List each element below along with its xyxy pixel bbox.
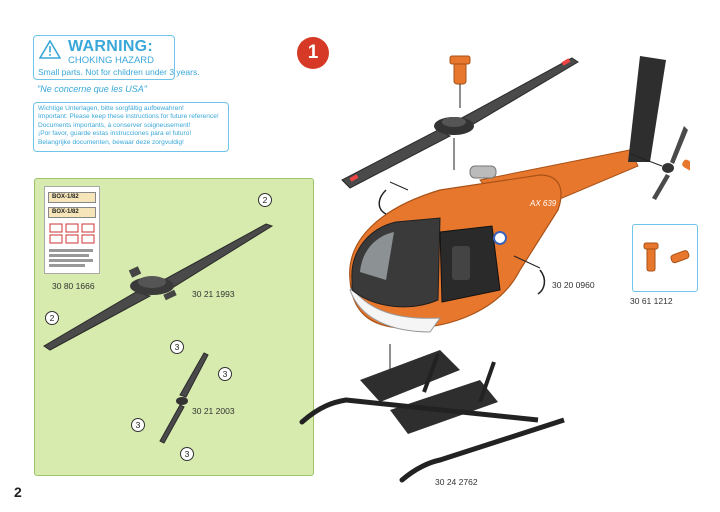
warning-subtitle: CHOKING HAZARD — [68, 55, 155, 66]
tail-rotor-part — [159, 352, 209, 444]
part-number: 30 24 2762 — [435, 477, 478, 487]
callout-3: 3 — [170, 340, 184, 354]
helicopter-illustration: AX 639 — [299, 55, 690, 483]
parts-bag-card: BOX-1/82 BOX-1/82 — [44, 186, 100, 274]
step-number-badge: 1 — [297, 37, 329, 69]
info-line: Documents importants, à conserver soigne… — [38, 121, 191, 129]
callout-3: 3 — [218, 367, 232, 381]
rotor-mast-piece — [449, 55, 471, 108]
main-rotor-blades — [43, 223, 274, 351]
callout-3: 3 — [180, 447, 194, 461]
info-line: Important: Please keep these instruction… — [38, 113, 219, 121]
landing-skids — [299, 344, 565, 483]
part-number: 30 61 1212 — [630, 296, 673, 306]
orange-mast-parts-icon — [643, 242, 690, 272]
keep-instructions-box: Wichtige Unterlagen, bitte sorgfältig au… — [33, 102, 229, 152]
page-number: 2 — [14, 484, 22, 500]
choking-hazard-warning: WARNING: CHOKING HAZARD Small parts. Not… — [33, 35, 200, 80]
part-number: 30 21 1993 — [192, 289, 235, 299]
bag-label: BOX-1/82 — [48, 207, 96, 218]
part-number: 30 20 0960 — [552, 280, 595, 290]
part-number: 30 21 2003 — [192, 406, 235, 416]
info-line: ¡Por favor, guarde estas instrucciones p… — [38, 130, 192, 138]
callout-2: 2 — [258, 193, 272, 207]
bag-label: BOX-1/82 — [48, 192, 96, 203]
part-number: 30 80 1666 — [52, 281, 95, 291]
parts-sticker-icon — [49, 223, 95, 244]
callout-2: 2 — [45, 311, 59, 325]
callout-3: 3 — [131, 418, 145, 432]
bag-fine-print — [49, 247, 97, 269]
info-line: Wichtige Unterlagen, bitte sorgfältig au… — [38, 105, 184, 112]
usa-note: "Ne concerne que les USA" — [37, 84, 147, 94]
info-line: Belangrijke documenten, bewaar deze zorg… — [38, 138, 184, 146]
small-parts-box — [632, 224, 698, 292]
warning-title: WARNING: — [68, 38, 154, 55]
tail-code-label: AX 639 — [529, 199, 557, 208]
warning-text: Small parts. Not for children under 3 ye… — [38, 67, 200, 77]
warning-triangle-icon — [39, 40, 61, 59]
